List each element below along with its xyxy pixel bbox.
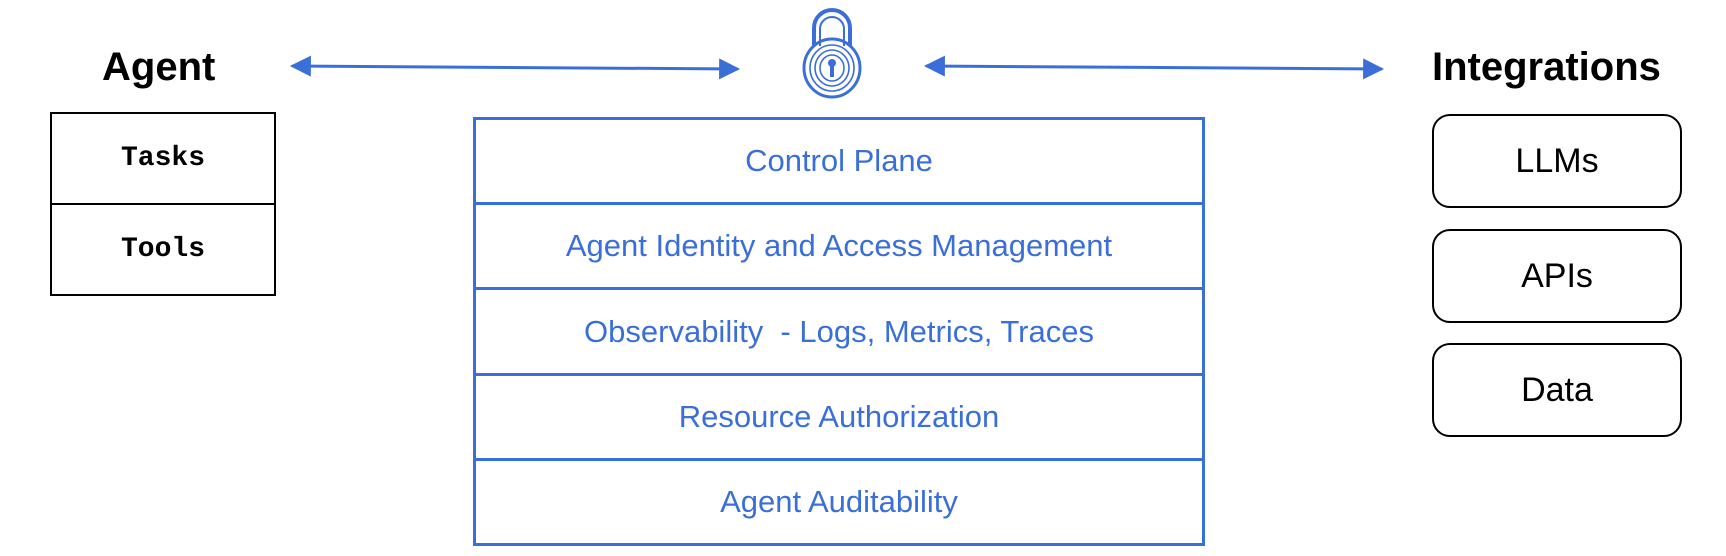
platform-layer-stack: Control Plane Agent Identity and Access …: [473, 117, 1205, 546]
fingerprint-lock-icon: [802, 8, 862, 99]
layer-resource-authorization: Resource Authorization: [476, 372, 1202, 458]
agent-heading: Agent: [102, 45, 216, 89]
layer-observability: Observability - Logs, Metrics, Traces: [476, 287, 1202, 372]
integration-data: Data: [1432, 343, 1682, 437]
integration-llms: LLMs: [1432, 114, 1682, 208]
platform-integrations-arrow: [923, 55, 1385, 80]
integrations-heading: Integrations: [1432, 45, 1661, 89]
agent-item-tasks: Tasks: [120, 143, 205, 174]
layer-agent-auditability: Agent Auditability: [476, 457, 1202, 543]
layer-identity-access: Agent Identity and Access Management: [476, 202, 1202, 287]
agent-item-tools: Tools: [52, 203, 274, 294]
agent-box: Tasks Tools: [50, 112, 276, 296]
agent-platform-arrow: [289, 55, 741, 80]
integration-apis: APIs: [1432, 229, 1682, 323]
layer-control-plane: Control Plane: [745, 143, 933, 179]
